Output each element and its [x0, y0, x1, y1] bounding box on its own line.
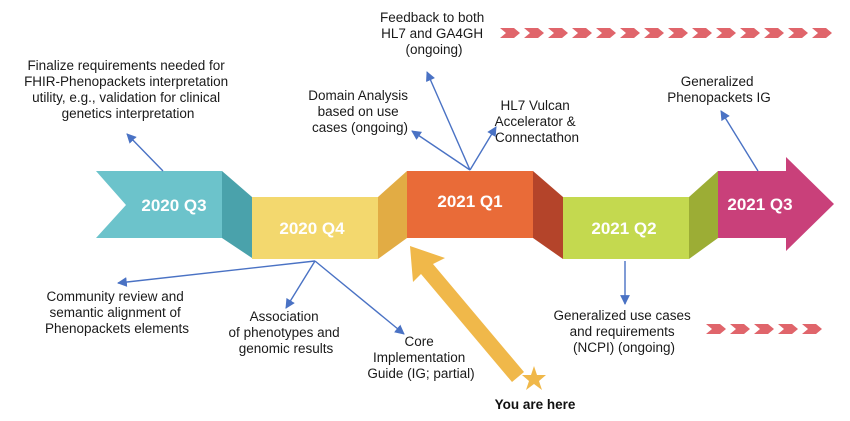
ongoing-dashes-top	[500, 28, 832, 38]
stage-label-2021q1: 2021 Q1	[437, 192, 502, 211]
annotation-feedback: Feedback to both HL7 and GA4GH (ongoing)	[380, 10, 488, 57]
stage-2020q4-fold	[378, 171, 407, 259]
stage-label-2020q3: 2020 Q3	[141, 196, 206, 215]
connector-lines	[117, 71, 759, 335]
stage-2020q3-block	[96, 171, 222, 238]
stage-label-2021q3: 2021 Q3	[727, 195, 792, 214]
you-are-here-label: You are here	[495, 397, 576, 412]
stage-2021q1-fold	[533, 171, 563, 259]
stage-label-2020q4: 2020 Q4	[279, 219, 345, 238]
stage-2021q2-block	[563, 197, 689, 259]
stage-2021q2-fold	[689, 171, 718, 259]
annotation-hl7-vulcan: HL7 Vulcan Accelerator & Connectathon	[495, 98, 580, 145]
ongoing-dashes-bottom	[706, 324, 822, 334]
annotation-domain-analysis: Domain Analysis based on use cases (ongo…	[308, 88, 412, 135]
annotation-core-ig: Core Implementation Guide (IG; partial)	[367, 334, 474, 381]
annotation-community-review: Community review and semantic alignment …	[45, 289, 189, 336]
you-are-here-arrow	[410, 246, 524, 382]
stage-2021q1-block	[407, 171, 533, 238]
stage-2020q3-fold	[222, 171, 252, 258]
annotation-generalized-ig: Generalized Phenopackets IG	[667, 74, 771, 105]
stage-2020q4-block	[252, 197, 378, 259]
stage-2021q3-arrow	[718, 157, 834, 251]
annotation-finalize-requirements: Finalize requirements needed for FHIR-Ph…	[24, 58, 232, 121]
annotation-generalized-use-cases: Generalized use cases and requirements (…	[553, 308, 694, 355]
stage-label-2021q2: 2021 Q2	[591, 219, 656, 238]
annotation-association: Association of phenotypes and genomic re…	[229, 309, 344, 356]
star-icon	[522, 366, 546, 390]
